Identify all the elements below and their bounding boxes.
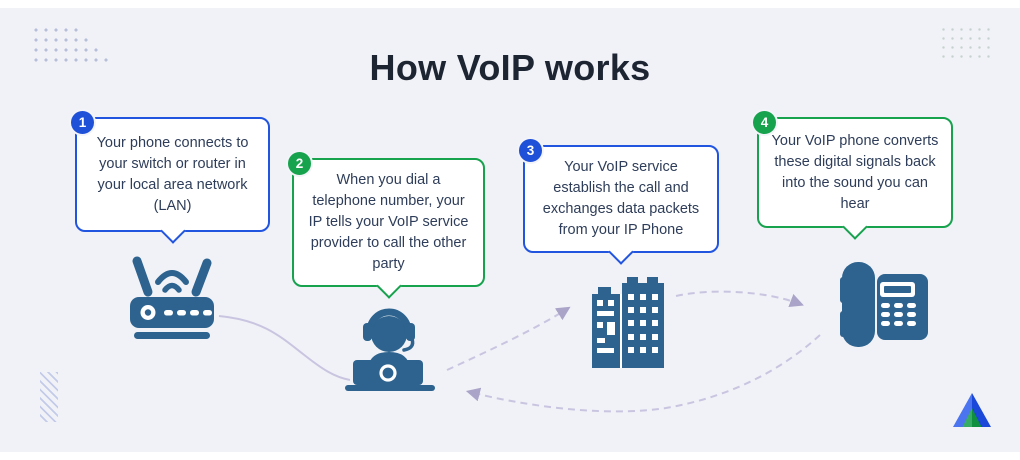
step-1-bubble: 1 Your phone connects to your switch or … (69, 109, 270, 232)
page-title: How VoIP works (369, 47, 651, 88)
step-2-badge: 2 (286, 150, 313, 177)
brand-logo (953, 393, 991, 427)
step-1-badge: 1 (69, 109, 96, 136)
step-3-badge: 3 (517, 137, 544, 164)
step-2-text: When you dial a telephone number, your I… (308, 172, 469, 272)
dashed-arrow-buildings-to-phone (675, 290, 804, 308)
dot-grid-decoration-right (942, 28, 994, 59)
solid-connector-router-to-agent (218, 315, 351, 381)
dot-grid-decoration-left (34, 28, 108, 68)
dashed-arrow-agent-to-buildings (446, 306, 571, 371)
step-4-badge: 4 (751, 109, 778, 136)
step-4-bubble: 4 Your VoIP phone converts these digital… (751, 109, 953, 228)
office-buildings-icon (592, 277, 664, 368)
step-3-text: Your VoIP service establish the call and… (542, 159, 700, 238)
bottom-border-strip (0, 452, 1020, 460)
wifi-router-icon (130, 256, 214, 339)
step-1-text: Your phone connects to your switch or ro… (96, 134, 249, 214)
support-agent-icon (345, 308, 435, 391)
step-3-bubble: 3 Your VoIP service establish the call a… (517, 137, 719, 253)
step-2-bubble: 2 When you dial a telephone number, your… (286, 150, 485, 287)
voip-desk-phone-icon (840, 262, 928, 347)
step-4-text: Your VoIP phone converts these digital s… (771, 132, 939, 212)
top-border-strip (0, 0, 1020, 8)
hatch-decoration (40, 372, 58, 422)
